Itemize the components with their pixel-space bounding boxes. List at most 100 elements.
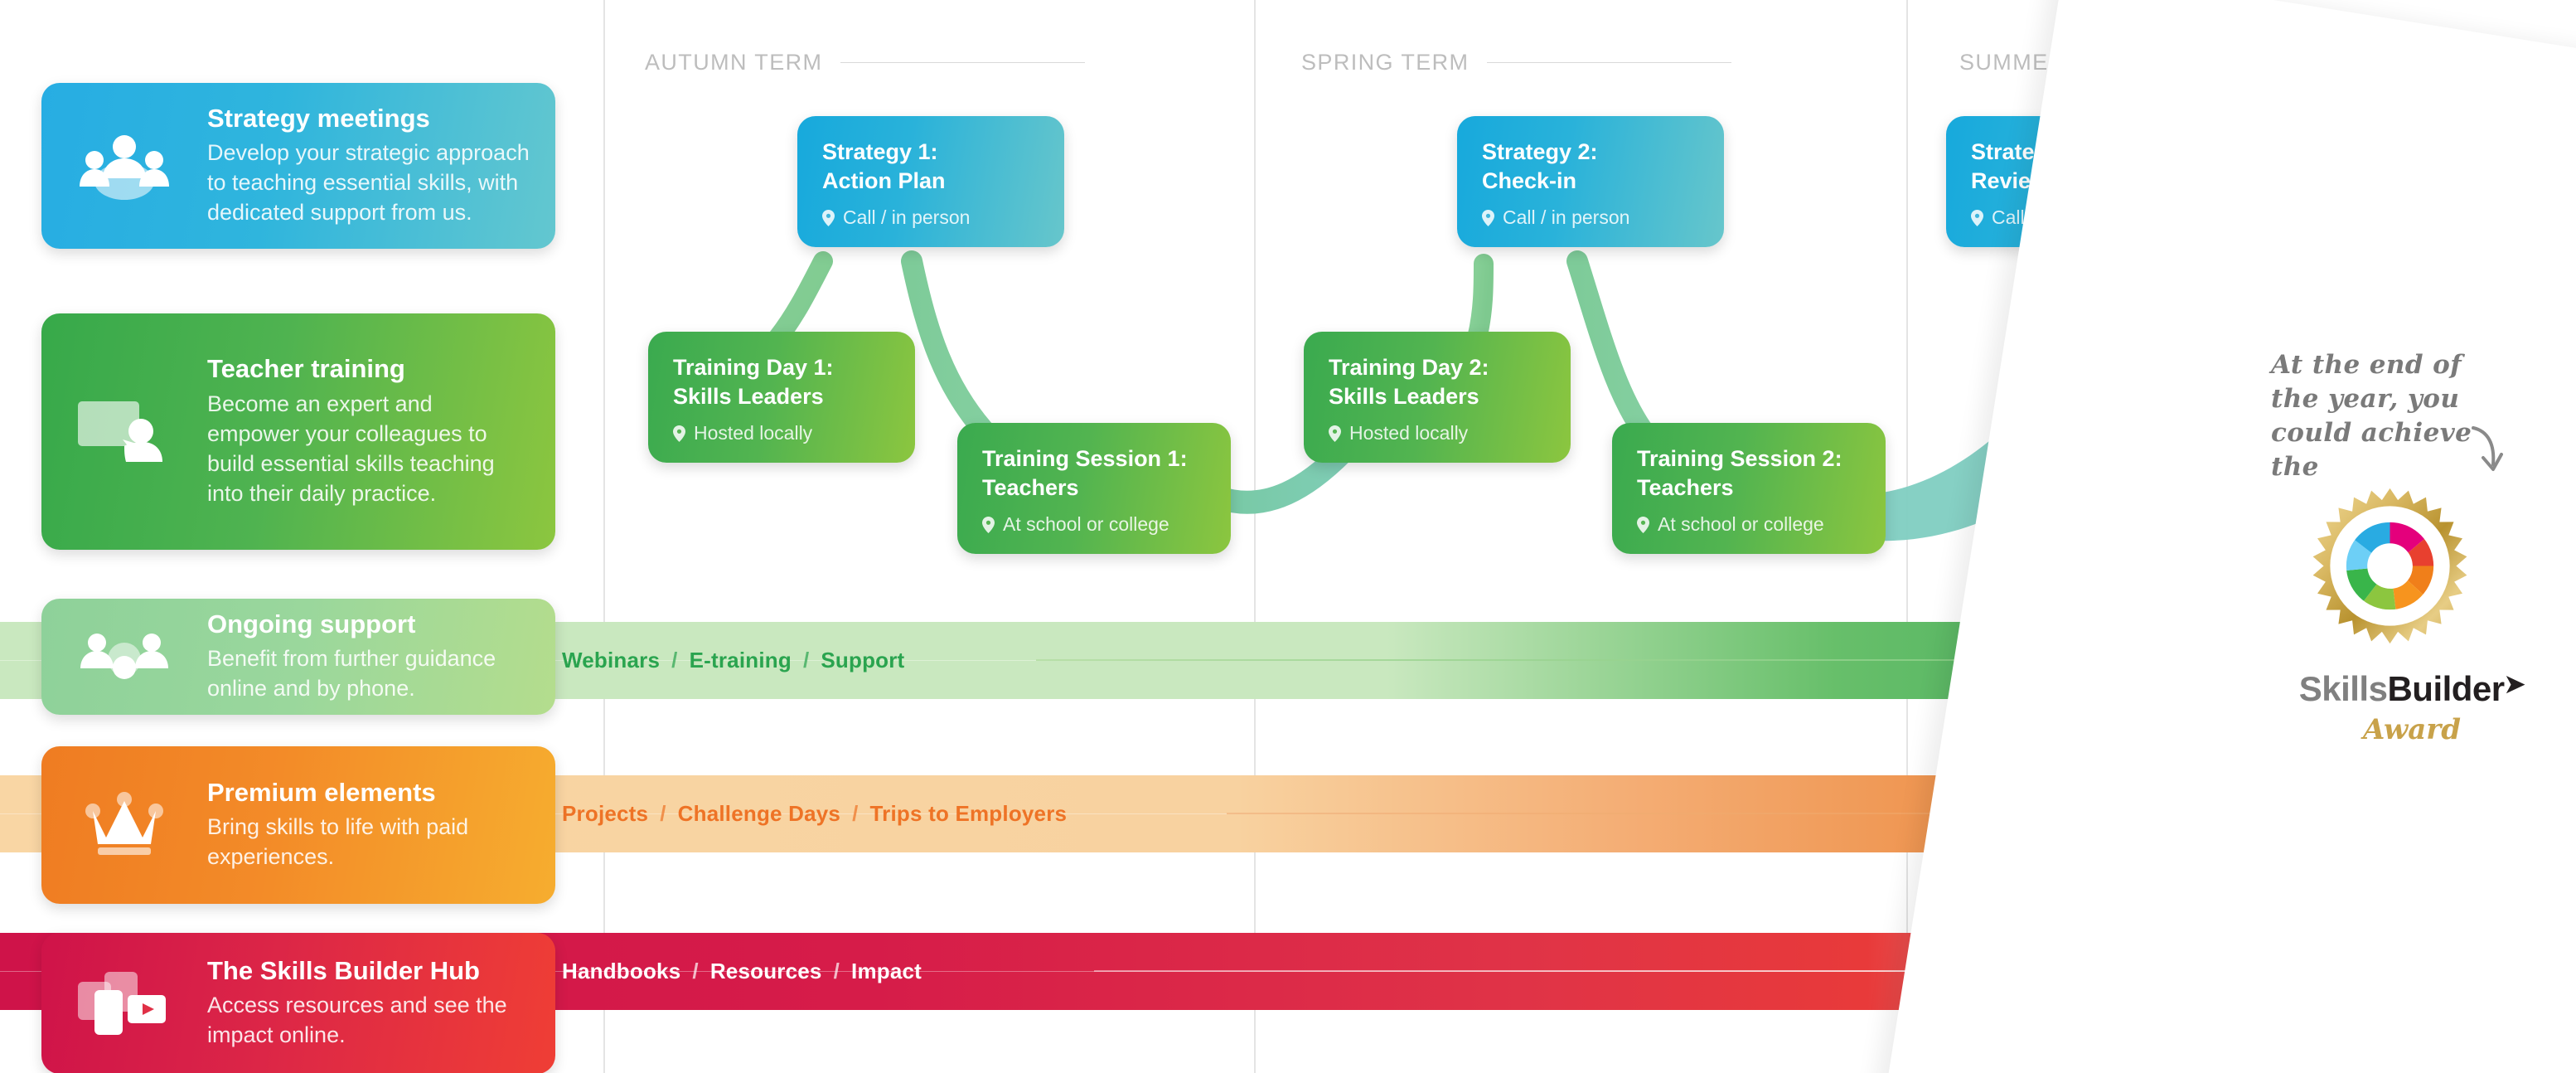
link-webinars[interactable]: Webinars bbox=[562, 648, 661, 672]
term-label: AUTUMN TERM bbox=[645, 49, 823, 75]
feature-card-strategy-meetings[interactable]: Strategy meetings Develop your strategic… bbox=[41, 83, 555, 249]
feature-card-premium-elements[interactable]: Premium elements Bring skills to life wi… bbox=[41, 746, 555, 904]
node-location-label: Call / in person bbox=[843, 206, 971, 229]
link-trips-to-employers[interactable]: Trips to Employers bbox=[869, 801, 1068, 826]
crown-icon bbox=[41, 791, 207, 859]
node-title-line1: Strategy 2: bbox=[1482, 139, 1598, 164]
card-body: The Skills Builder Hub Access resources … bbox=[207, 956, 555, 1051]
screens-play-icon bbox=[41, 969, 207, 1038]
link-separator: / bbox=[833, 959, 840, 983]
link-challenge-days[interactable]: Challenge Days bbox=[677, 801, 841, 826]
support-people-icon bbox=[41, 631, 207, 682]
map-pin-icon bbox=[982, 516, 995, 533]
card-description: Bring skills to life with paid experienc… bbox=[207, 814, 469, 870]
gold-rosette-ring-icon bbox=[2312, 488, 2467, 644]
link-separator: / bbox=[802, 648, 810, 672]
skills-builder-award-logo: SkillsBuilder➤ Award bbox=[2271, 672, 2553, 747]
band-rule-red bbox=[1094, 970, 2064, 972]
map-pin-icon bbox=[1329, 425, 1341, 442]
hub-links: Handbooks / Resources / Impact bbox=[562, 933, 922, 1010]
map-pin-icon bbox=[822, 209, 835, 226]
link-impact[interactable]: Impact bbox=[851, 959, 922, 983]
term-divider-2 bbox=[1254, 0, 1256, 1073]
node-location: At school or college bbox=[982, 513, 1206, 536]
link-separator: / bbox=[660, 801, 666, 826]
node-title-line1: Training Session 2: bbox=[1637, 446, 1842, 471]
award-panel: At the end of the year, you could achiev… bbox=[2271, 348, 2553, 746]
link-projects[interactable]: Projects bbox=[562, 801, 649, 826]
feature-card-teacher-training[interactable]: Teacher training Become an expert and em… bbox=[41, 313, 555, 550]
node-title-line2: Action Plan bbox=[822, 168, 946, 193]
card-title: Ongoing support bbox=[207, 609, 416, 638]
feature-card-ongoing-support[interactable]: Ongoing support Benefit from further gui… bbox=[41, 599, 555, 715]
curved-down-arrow-icon bbox=[2472, 426, 2503, 471]
node-title-line1: Training Session 1: bbox=[982, 446, 1188, 471]
node-strategy-1[interactable]: Strategy 1: Action Plan Call / in person bbox=[797, 116, 1064, 248]
node-strategy-2[interactable]: Strategy 2: Check-in Call / in person bbox=[1457, 116, 1724, 248]
card-description: Benefit from further guidance online and… bbox=[207, 646, 496, 702]
node-title: Training Day 2: Skills Leaders bbox=[1329, 353, 1546, 410]
premium-elements-links: Projects / Challenge Days / Trips to Emp… bbox=[562, 775, 1067, 852]
node-location-label: At school or college bbox=[1003, 513, 1169, 536]
whiteboard-presenter-icon bbox=[41, 396, 207, 468]
term-label: SPRING TERM bbox=[1301, 49, 1470, 75]
node-title: Training Day 1: Skills Leaders bbox=[673, 353, 890, 410]
card-title: Teacher training bbox=[207, 354, 405, 384]
feature-card-skills-builder-hub[interactable]: The Skills Builder Hub Access resources … bbox=[41, 933, 555, 1073]
term-header-spring: SPRING TERM bbox=[1301, 46, 1732, 79]
node-title-line1: Training Day 2: bbox=[1329, 355, 1489, 380]
map-pin-icon bbox=[1482, 209, 1494, 226]
term-divider-1 bbox=[603, 0, 605, 1073]
node-training-session-2[interactable]: Training Session 2: Teachers At school o… bbox=[1612, 423, 1886, 555]
card-title: The Skills Builder Hub bbox=[207, 955, 480, 985]
link-separator: / bbox=[692, 959, 699, 983]
logo-builder-text: Builder bbox=[2387, 669, 2505, 708]
card-description: Develop your strategic approach to teach… bbox=[207, 140, 530, 226]
node-location-label: At school or college bbox=[1658, 513, 1824, 536]
card-body: Premium elements Bring skills to life wi… bbox=[207, 778, 555, 872]
card-description: Access resources and see the impact onli… bbox=[207, 993, 507, 1048]
band-rule-green bbox=[1036, 659, 2089, 661]
band-rule-orange bbox=[1227, 813, 2080, 814]
node-location: At school or college bbox=[1637, 513, 1861, 536]
logo-award-text: Award bbox=[2363, 713, 2461, 746]
node-location-label: Hosted locally bbox=[694, 422, 813, 444]
term-divider-3 bbox=[1906, 0, 1908, 1073]
node-training-day-1[interactable]: Training Day 1: Skills Leaders Hosted lo… bbox=[648, 332, 915, 464]
node-location: Hosted locally bbox=[673, 422, 890, 444]
node-location: Call / in person bbox=[822, 206, 1039, 229]
node-location: Call / in person bbox=[1482, 206, 1699, 229]
band-inner-rule bbox=[0, 813, 2205, 814]
node-title-line1: Strategy 1: bbox=[822, 139, 938, 164]
node-title-line2: Skills Leaders bbox=[673, 383, 824, 409]
link-separator: / bbox=[852, 801, 859, 826]
node-title: Training Session 1: Teachers bbox=[982, 444, 1206, 502]
node-title-line2: Teachers bbox=[982, 474, 1079, 500]
map-pin-icon bbox=[1971, 209, 1983, 226]
node-location-label: Call / in person bbox=[1503, 206, 1630, 229]
node-location-label: Hosted locally bbox=[1349, 422, 1469, 444]
map-pin-icon bbox=[673, 425, 685, 442]
logo-tick-icon: ➤ bbox=[2504, 671, 2525, 698]
node-title-line2: Skills Leaders bbox=[1329, 383, 1479, 409]
link-separator: / bbox=[671, 648, 678, 672]
node-title-line1: Training Day 1: bbox=[673, 355, 834, 380]
link-resources[interactable]: Resources bbox=[709, 959, 822, 983]
node-title: Training Session 2: Teachers bbox=[1637, 444, 1861, 502]
band-inner-rule bbox=[0, 971, 2172, 972]
node-title-line2: Teachers bbox=[1637, 474, 1734, 500]
card-title: Strategy meetings bbox=[207, 103, 430, 133]
node-title-line2: Check-in bbox=[1482, 168, 1577, 193]
award-note: At the end of the year, you could achiev… bbox=[2271, 350, 2472, 482]
node-location: Hosted locally bbox=[1329, 422, 1546, 444]
logo-skills-text: Skills bbox=[2298, 669, 2388, 708]
card-body: Teacher training Become an expert and em… bbox=[207, 354, 555, 508]
map-pin-icon bbox=[1637, 516, 1649, 533]
logo-wordmark: SkillsBuilder➤ bbox=[2271, 672, 2553, 706]
link-e-training[interactable]: E-training bbox=[689, 648, 792, 672]
link-support[interactable]: Support bbox=[821, 648, 905, 672]
node-training-session-1[interactable]: Training Session 1: Teachers At school o… bbox=[957, 423, 1231, 555]
link-handbooks[interactable]: Handbooks bbox=[562, 959, 681, 983]
node-training-day-2[interactable]: Training Day 2: Skills Leaders Hosted lo… bbox=[1304, 332, 1571, 464]
